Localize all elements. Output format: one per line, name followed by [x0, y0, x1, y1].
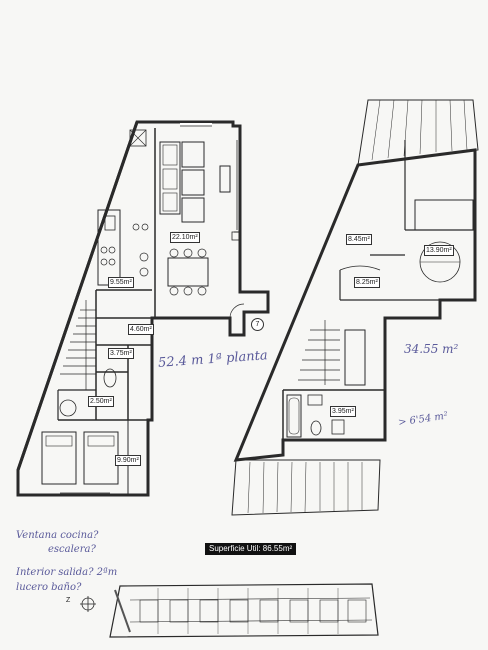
upper-floor-plan — [231, 99, 479, 516]
entry-door — [229, 303, 245, 319]
room-area-living: 22.10m² — [170, 232, 200, 243]
tv-unit — [219, 165, 231, 193]
bed-left — [41, 431, 77, 485]
upper-bed — [414, 199, 474, 231]
sofa — [159, 141, 181, 215]
washbasin — [307, 394, 323, 406]
sink — [104, 215, 116, 231]
ground-stairs — [60, 300, 96, 390]
bathtub — [286, 394, 302, 438]
room-area-a: 8.45m² — [346, 234, 372, 245]
room-area-hall: 4.60m² — [128, 324, 154, 335]
kitchen-counter — [97, 209, 121, 286]
shower — [59, 399, 77, 417]
ground-floor-plan — [16, 120, 270, 497]
handwritten-note-1: Ventana cocina? — [16, 530, 99, 541]
upper-outer-wall — [233, 148, 477, 462]
handwritten-note-3: Interior salida? 2ªm — [16, 567, 118, 578]
entry-marker: 7 — [251, 318, 264, 331]
toilet — [103, 368, 117, 388]
bed-right — [83, 431, 119, 485]
dining-table — [167, 257, 209, 287]
upper-stairs — [298, 320, 340, 385]
upper-roof-bottom — [231, 459, 381, 516]
room-area-wc: 2.50m² — [88, 396, 114, 407]
ground-outer-wall — [16, 120, 270, 497]
upper-roof-top — [357, 99, 479, 166]
handwritten-upper-total: 34.55 m² — [404, 342, 459, 356]
room-area-b: 13.90m² — [424, 245, 454, 256]
compass-label: Z — [66, 597, 71, 604]
room-area-bath: 3.95m² — [330, 406, 356, 417]
room-area-stair: 3.75m² — [108, 348, 134, 359]
handwritten-note-4: lucero baño? — [16, 582, 82, 593]
room-area-landing: 8.25m² — [354, 277, 380, 288]
room-area-kitchen: 9.55m² — [108, 277, 134, 288]
room-area-bedroom: 9.90m² — [115, 455, 141, 466]
total-area-label: Superficie Util: 86.55m² — [205, 543, 297, 555]
bidet — [331, 419, 345, 435]
handwritten-note-2: escalera? — [48, 544, 96, 555]
diagonal-wall — [16, 121, 139, 495]
site-plan — [80, 583, 379, 638]
upper-toilet — [310, 420, 322, 436]
